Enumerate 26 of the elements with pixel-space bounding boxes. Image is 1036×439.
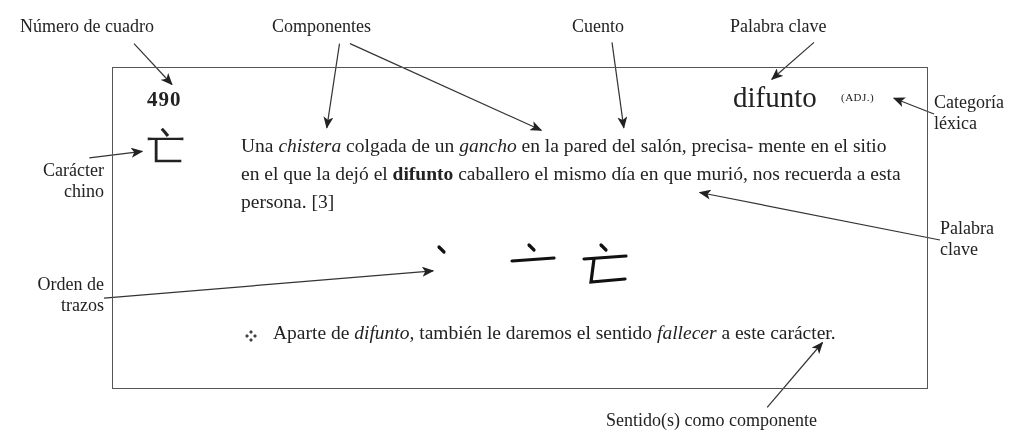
leader-arrow: [103, 266, 435, 299]
callout-label: Orden de trazos: [6, 274, 104, 318]
entry-card: [112, 67, 928, 389]
callout-label: Palabra clave: [730, 16, 870, 40]
callout-label: Componentes: [272, 16, 422, 40]
callout-label: Número de cuadro: [20, 16, 220, 40]
word-category: (ADJ.): [841, 91, 885, 107]
leader-arrow: [771, 41, 815, 80]
note-text: Aparte de difunto, también le daremos el sentido fallecer a este carácter.: [273, 319, 901, 375]
leader-arrow: [611, 41, 628, 129]
leader-arrow: [892, 97, 935, 115]
leader-arrow: [349, 43, 543, 131]
frame-number: 490: [147, 87, 197, 112]
callout-label: Categoría léxica: [934, 92, 1036, 136]
keyword: difunto: [733, 81, 835, 115]
story-paragraph: Una chistera colgada de un gancho en la pared del salón, precisa- mente en el sitio en el que la dejó el difunto caballero el mismo día en que murió, nos recuerda a esta persona. [3]: [241, 132, 901, 216]
leader-arrow: [133, 43, 173, 86]
leader-arrow: [766, 341, 824, 408]
leader-arrow: [698, 189, 941, 241]
callout-label: Carácter chino: [6, 160, 104, 204]
callout-label: Sentido(s) como componente: [606, 410, 916, 436]
leader-arrow: [88, 147, 144, 159]
callout-label: Cuento: [572, 16, 652, 40]
chinese-character: 亡: [147, 125, 195, 169]
leader-arrow: [323, 43, 341, 129]
callout-label: Palabra clave: [940, 218, 1020, 262]
